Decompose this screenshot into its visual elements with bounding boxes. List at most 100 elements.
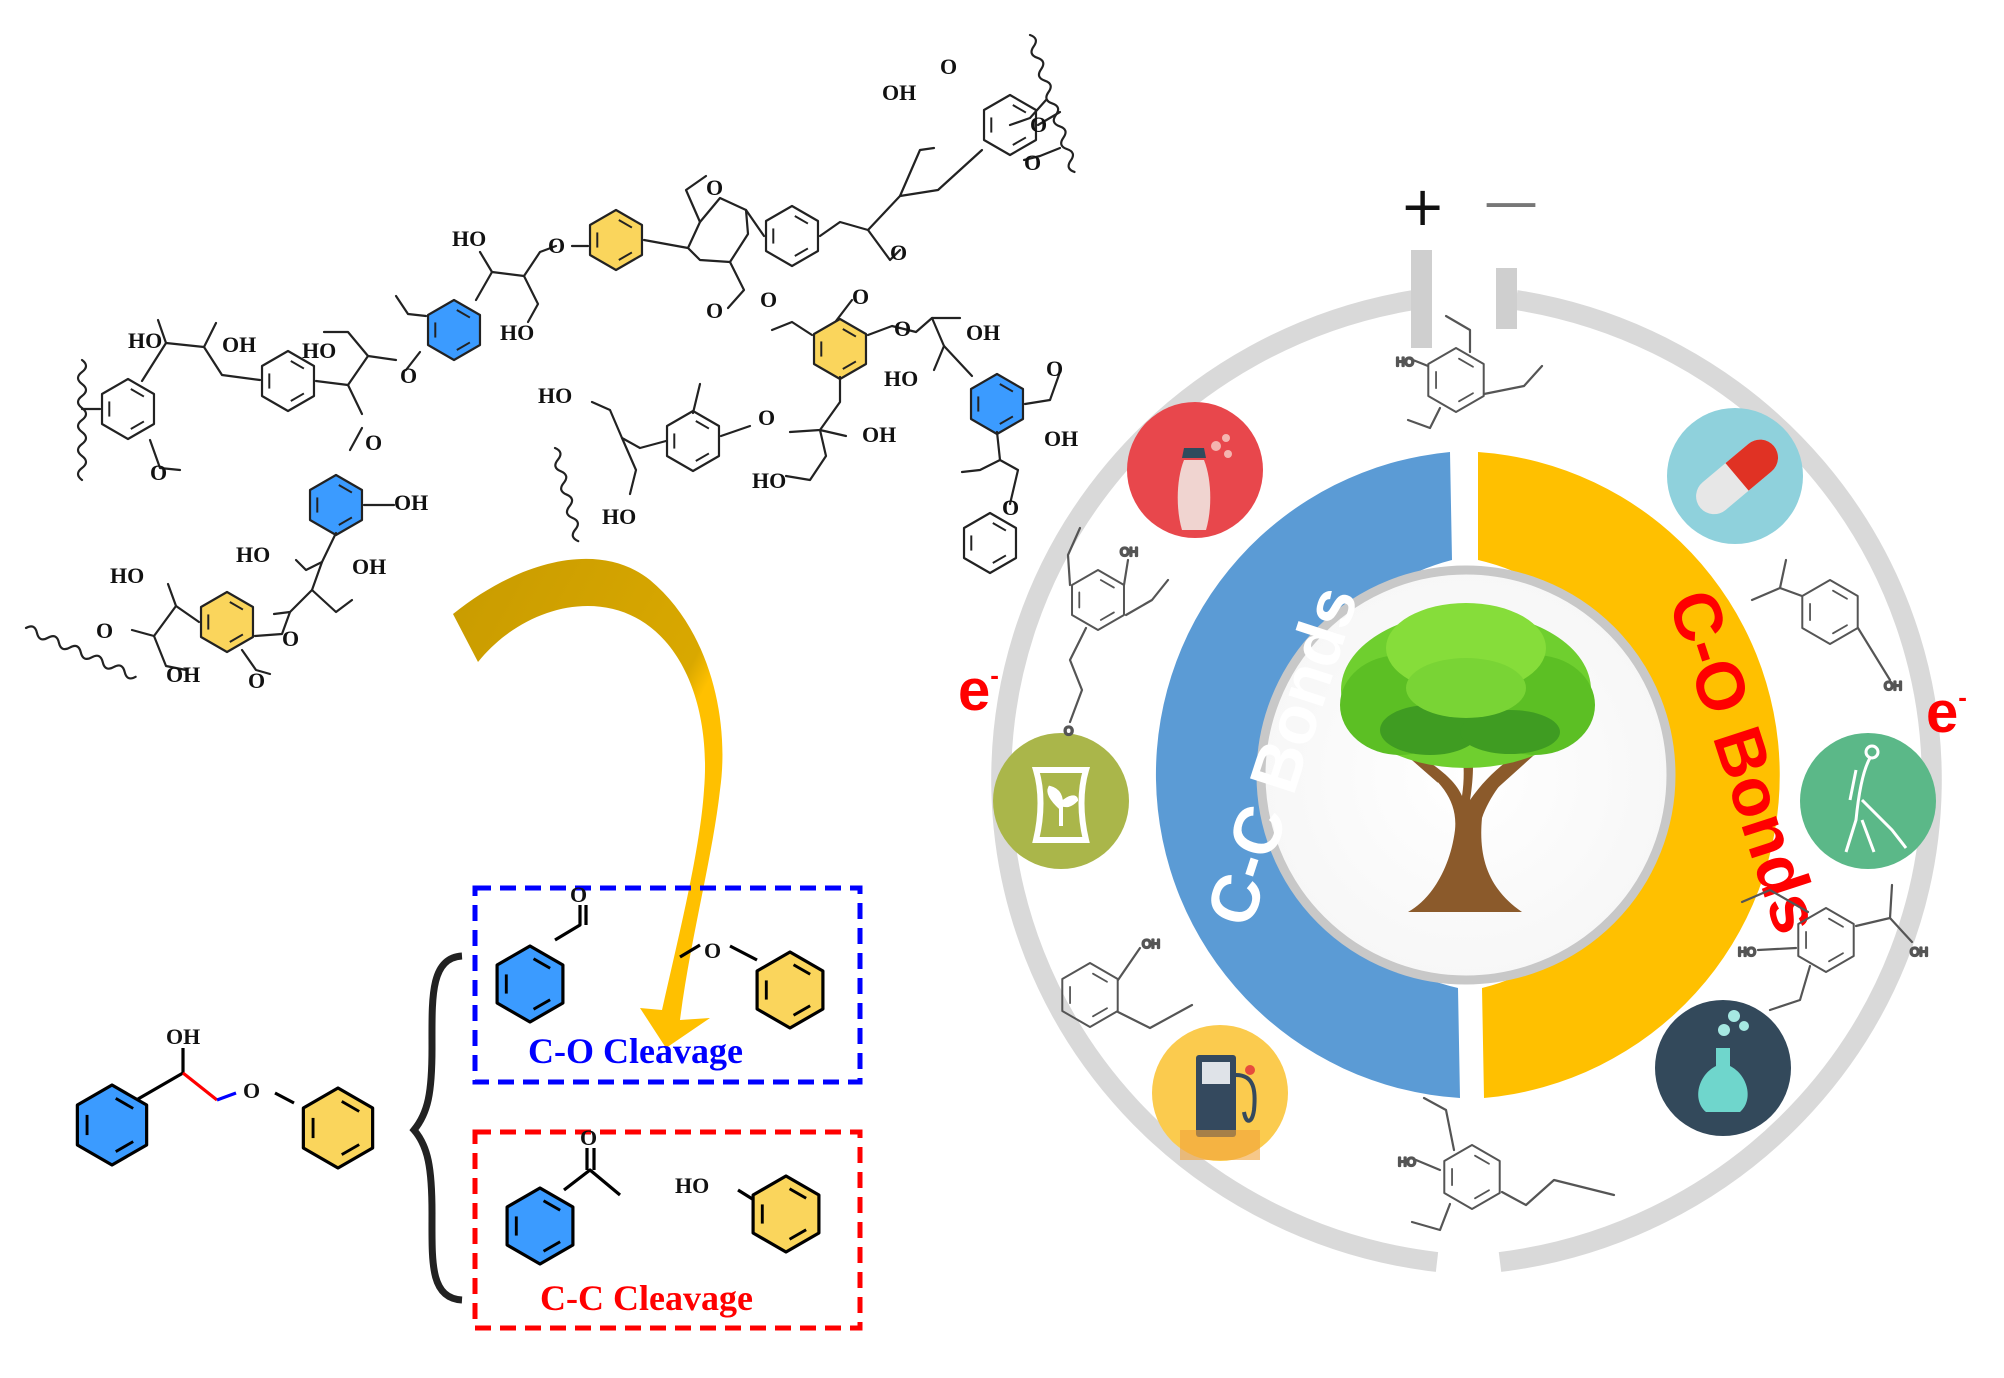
hydroxybenzoic-oh-label: OH bbox=[1884, 679, 1902, 693]
model-ring-blue-double-bond bbox=[115, 1097, 134, 1110]
syringaldehyde-cho bbox=[1482, 364, 1544, 396]
lignin-atom-label: O bbox=[890, 240, 907, 265]
syringic-cooh bbox=[1854, 883, 1914, 944]
lignin-ring-right-middle-double-bond bbox=[695, 420, 710, 430]
syringaldehyde-ring bbox=[1427, 347, 1485, 413]
syringic-oh bbox=[1756, 946, 1798, 952]
co-bonds-arc bbox=[1478, 452, 1780, 1098]
hydroxybenzoic-ring-double-bond bbox=[1832, 589, 1848, 600]
curved-arrow-body bbox=[453, 558, 723, 1048]
acetophenone-ring-double-bond bbox=[542, 1199, 561, 1212]
co-cleavage-label: C-O Cleavage bbox=[528, 1031, 743, 1071]
lignin-ring-top-right-double-bond bbox=[1012, 104, 1027, 114]
lignin-atom-label: O bbox=[940, 54, 957, 79]
syringaldehyde-methoxy-bottom bbox=[1406, 406, 1442, 430]
lignin-atom-label: O bbox=[400, 363, 417, 388]
anode-electrode bbox=[1411, 250, 1432, 348]
lignin-ring-blue-right-double-bond bbox=[999, 383, 1014, 393]
syringaldehyde-ring-double-bond bbox=[1458, 357, 1474, 368]
lignin-atom-label: O bbox=[706, 298, 723, 323]
sinapaldehyde-ring-double-bond bbox=[1099, 579, 1115, 589]
lignin-ring-blue-middle-double-bond bbox=[338, 484, 353, 494]
allylsyringol-oh bbox=[1414, 1158, 1442, 1172]
model-ring-yellow-double-bond bbox=[341, 1143, 360, 1156]
lignin-ring-right-middle bbox=[665, 409, 721, 473]
tree-icon bbox=[1340, 603, 1595, 912]
lignin-atom-label: O bbox=[96, 618, 113, 643]
lignin-atom-label: OH bbox=[352, 554, 386, 579]
anisole-ring-double-bond bbox=[792, 963, 811, 976]
lignin-atom-label: O bbox=[150, 460, 167, 485]
lignin-atom-label: HO bbox=[128, 328, 162, 353]
bond-aryl-calpha bbox=[137, 1071, 184, 1101]
lignin-atom-label: O bbox=[282, 626, 299, 651]
lignin-ring-left bbox=[100, 377, 156, 441]
lignin-atom-label: HO bbox=[538, 383, 572, 408]
guaiacol-oh bbox=[1116, 946, 1142, 982]
bond-calpha-cbeta bbox=[182, 1071, 218, 1102]
lignin-atom-label: OH bbox=[394, 490, 428, 515]
lignin-atom-label: OH bbox=[966, 320, 1000, 345]
allylsyringol-ho-label: HO bbox=[1398, 1155, 1416, 1169]
phenol-ring-double-bond bbox=[788, 1187, 807, 1200]
lignin-ring-benzofuran-double-bond bbox=[794, 247, 809, 257]
co-cleavage-box: O O C-O Cleavage bbox=[472, 882, 863, 1085]
allylsyringol-allyl bbox=[1500, 1178, 1616, 1207]
lignin-atom-label: O bbox=[365, 430, 382, 455]
cathode-electrode bbox=[1496, 268, 1517, 329]
lignin-atom-label: O bbox=[1030, 112, 1047, 137]
lignin-atom-label: HO bbox=[500, 320, 534, 345]
guaiacol-ring-double-bond bbox=[1092, 1007, 1108, 1018]
model-o-label: O bbox=[243, 1078, 260, 1103]
electron-left-label: e- bbox=[958, 658, 999, 723]
anisole-ring-double-bond bbox=[792, 1004, 811, 1017]
lignin-ring-yellow-right-double-bond bbox=[842, 360, 857, 370]
bond-circle: + — e- e- C-C Bonds C-O Bonds bbox=[958, 170, 1967, 1272]
lignin-ring-benzofuran-double-bond bbox=[794, 215, 809, 225]
syringic-ring-double-bond bbox=[1828, 917, 1844, 928]
hydroxybenzoic-oh bbox=[1856, 626, 1892, 682]
lignin-atom-label: O bbox=[758, 405, 775, 430]
ketone-o-label: O bbox=[580, 1125, 597, 1150]
allylsyringol-ring-double-bond bbox=[1474, 1189, 1490, 1200]
lignin-atom-label: HO bbox=[884, 366, 918, 391]
wavy-bond-left-1 bbox=[76, 358, 88, 482]
lignin-ring-bottom-benzo-double-bond bbox=[992, 554, 1007, 564]
syringic-ring-double-bond bbox=[1828, 952, 1844, 963]
allylsyringol-ring-double-bond bbox=[1474, 1154, 1490, 1165]
lignin-atom-label: OH bbox=[882, 80, 916, 105]
sinapaldehyde-methoxy-2 bbox=[1124, 578, 1170, 617]
lignin-atom-label: O bbox=[706, 175, 723, 200]
syringaldehyde-oh bbox=[1406, 356, 1430, 368]
syringaldehyde-ho-label: HO bbox=[1396, 355, 1414, 369]
cc-cleavage-box: O HO C-C Cleavage bbox=[472, 1125, 863, 1331]
perfume-icon bbox=[1127, 402, 1263, 538]
sinapaldehyde-ring-double-bond bbox=[1099, 611, 1115, 621]
lignin-ring-blue-middle-double-bond bbox=[338, 516, 353, 526]
lignin-atom-label: O bbox=[852, 284, 869, 309]
lignin-atom-label: HO bbox=[302, 338, 336, 363]
lignin-atom-label: O bbox=[894, 316, 911, 341]
lignin-atom-label: O bbox=[548, 233, 565, 258]
cathode-minus-sign: — bbox=[1484, 170, 1538, 233]
syringaldehyde-ring-double-bond bbox=[1458, 392, 1474, 403]
lignin-ring-left-double-bond bbox=[130, 388, 145, 398]
flask-icon bbox=[1655, 1000, 1791, 1136]
process-arrow bbox=[453, 558, 723, 1048]
model-ring-yellow-double-bond bbox=[341, 1100, 360, 1113]
phenol-ho-label: HO bbox=[675, 1173, 709, 1198]
model-oh-label: OH bbox=[166, 1024, 200, 1049]
sinapaldehyde-oh bbox=[1122, 558, 1130, 587]
sinapaldehyde-methoxy bbox=[1066, 526, 1082, 587]
lignin-ring-blue-right-double-bond bbox=[999, 415, 1014, 425]
lignin-ring-benzofuran bbox=[764, 204, 820, 268]
hydroxybenzoic-cooh bbox=[1778, 558, 1804, 598]
lignin-atom-label: HO bbox=[602, 504, 636, 529]
lignin-atom-label: O bbox=[760, 287, 777, 312]
lignin-ring-bottom-benzo bbox=[962, 511, 1018, 575]
guaiacol-ring-double-bond bbox=[1092, 972, 1108, 983]
hydroxybenzoic-ring-double-bond bbox=[1832, 624, 1848, 635]
lignin-atom-label: OH bbox=[1044, 426, 1078, 451]
syringic-oh-label: OH bbox=[1910, 945, 1928, 959]
lignin-atom-label: O bbox=[1002, 495, 1019, 520]
